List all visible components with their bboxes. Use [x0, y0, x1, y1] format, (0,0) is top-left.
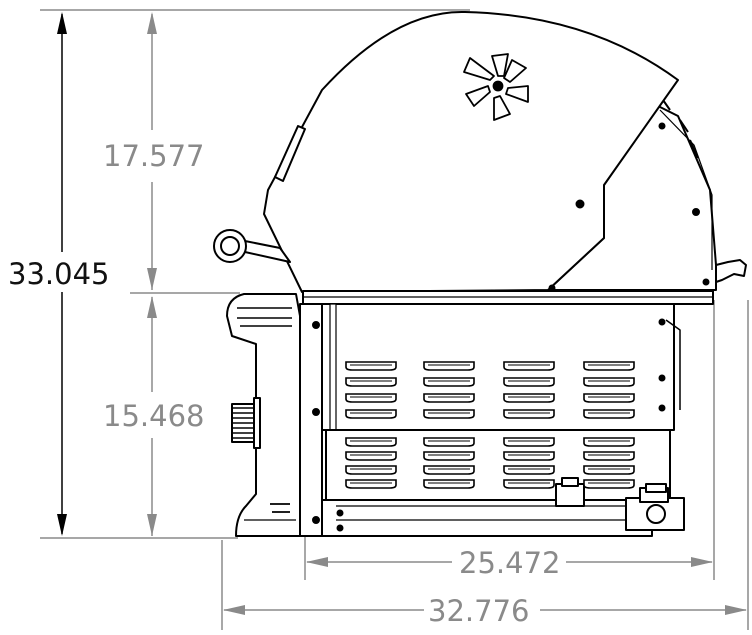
total-width-label: 32.776 [428, 594, 529, 628]
vent-rosette-icon [463, 53, 529, 121]
vent-slot [583, 393, 635, 403]
vent-slot [345, 465, 397, 475]
vent-slot [345, 479, 397, 489]
vent-slot [423, 465, 475, 475]
vent-slot [503, 465, 555, 475]
vent-slot [423, 377, 475, 387]
vent-slot [423, 361, 475, 371]
lid-height-label: 17.577 [103, 139, 204, 173]
vent-slot [583, 451, 635, 461]
front-frame-post [299, 303, 323, 537]
vent-slot [583, 361, 635, 371]
vent-slot [503, 409, 555, 419]
vent-slot [423, 437, 475, 447]
dimension-lines [40, 9, 749, 630]
vent-slot [345, 361, 397, 371]
lid-dome [263, 10, 679, 293]
vent-slot [345, 451, 397, 461]
lid-handle-grip [274, 125, 306, 182]
vent-slot [503, 377, 555, 387]
vent-slot [503, 479, 555, 489]
total-height-label: 33.045 [8, 257, 109, 291]
vent-slot [345, 377, 397, 387]
rear-hook [715, 259, 747, 283]
body-width-label: 25.472 [459, 546, 560, 580]
vent-slot [345, 393, 397, 403]
vent-slot [583, 479, 635, 489]
vent-slot [423, 451, 475, 461]
grill-outline [213, 10, 747, 537]
control-knob-icon [231, 397, 261, 449]
vent-slot [503, 393, 555, 403]
vent-slot [423, 409, 475, 419]
vent-slot [583, 465, 635, 475]
vent-slot [583, 409, 635, 419]
vent-slot [345, 437, 397, 447]
vent-slot [583, 437, 635, 447]
vent-slot [583, 377, 635, 387]
vent-slot [503, 451, 555, 461]
vent-slot [503, 437, 555, 447]
gas-valve-fitting [555, 477, 685, 531]
vent-slot [345, 409, 397, 419]
control-panel [226, 293, 301, 537]
vent-slot [423, 479, 475, 489]
base-height-label: 15.468 [103, 399, 204, 433]
vent-slots [345, 361, 635, 489]
vent-slot [423, 393, 475, 403]
vent-slot [503, 361, 555, 371]
